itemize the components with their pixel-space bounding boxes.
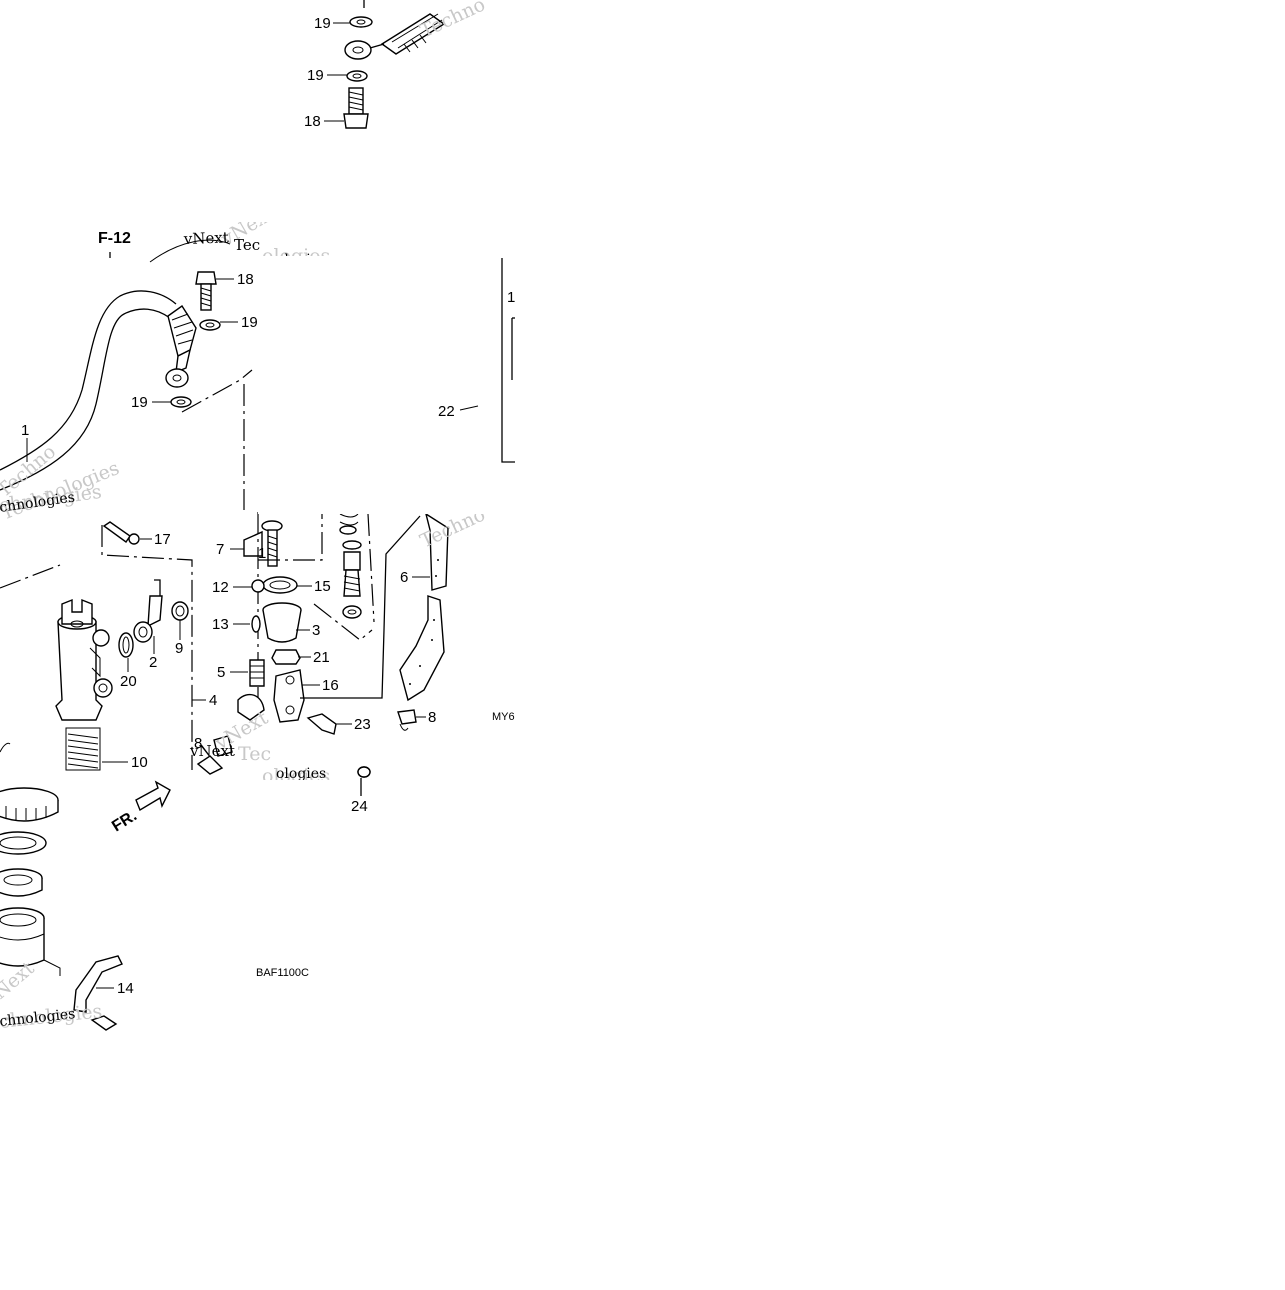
callout-6: 6 (400, 569, 408, 586)
callout-layer: 19 19 18 F-12 18 19 19 1 1 22 17 7 1 12 … (21, 15, 515, 997)
callout-21: 21 (313, 649, 330, 666)
callout-15: 15 (314, 578, 331, 595)
callout-18: 18 (304, 113, 321, 130)
callout-19: 19 (307, 67, 324, 84)
callout-14: 14 (117, 980, 134, 997)
watermark-fragment: Tec (234, 236, 260, 254)
callout-23: 23 (354, 716, 371, 733)
callout-12: 12 (212, 579, 229, 596)
callout-19: 19 (131, 394, 148, 411)
watermark-fragment: Tec (238, 743, 271, 765)
left-hose-assembly (0, 239, 253, 510)
watermark-fragment: ologies (276, 766, 326, 782)
callout-2: 2 (149, 654, 157, 671)
top-hose-assembly (343, 0, 446, 129)
watermark-fragment: vNext (189, 742, 235, 760)
front-direction-label: FR. (109, 807, 140, 835)
callout-22: 22 (438, 403, 455, 420)
watermark-fragment: vNext (183, 228, 230, 248)
callout-7: 7 (216, 541, 224, 558)
callout-3: 3 (312, 622, 320, 639)
callout-9: 9 (175, 640, 183, 657)
drawing-code: BAF1100C (256, 967, 309, 979)
callout-19: 19 (241, 314, 258, 331)
reservoir-assembly (0, 780, 171, 1031)
callout-13: 13 (212, 616, 229, 633)
callout-4: 4 (209, 692, 217, 709)
callout-16: 16 (322, 677, 339, 694)
callout-8: 8 (428, 709, 436, 726)
watermark-fragment: chnologies (0, 1006, 76, 1030)
reference-label: F-12 (98, 230, 131, 247)
callout-8: 8 (194, 735, 202, 752)
drawing-code: MY6 (492, 711, 515, 723)
watermark-fragment: Techno (417, 0, 489, 43)
callout-20: 20 (120, 673, 137, 690)
callout-24: 24 (351, 798, 368, 815)
master-cylinder-assembly (0, 521, 193, 771)
callout-11: 1 (258, 545, 266, 562)
callout-18: 18 (237, 271, 254, 288)
callout-1: 1 (21, 422, 29, 439)
callout-5: 5 (217, 664, 225, 681)
callout-17: 17 (154, 531, 171, 548)
callout-19: 19 (314, 15, 331, 32)
callout-1: 1 (507, 289, 515, 306)
callout-10: 10 (131, 754, 148, 771)
